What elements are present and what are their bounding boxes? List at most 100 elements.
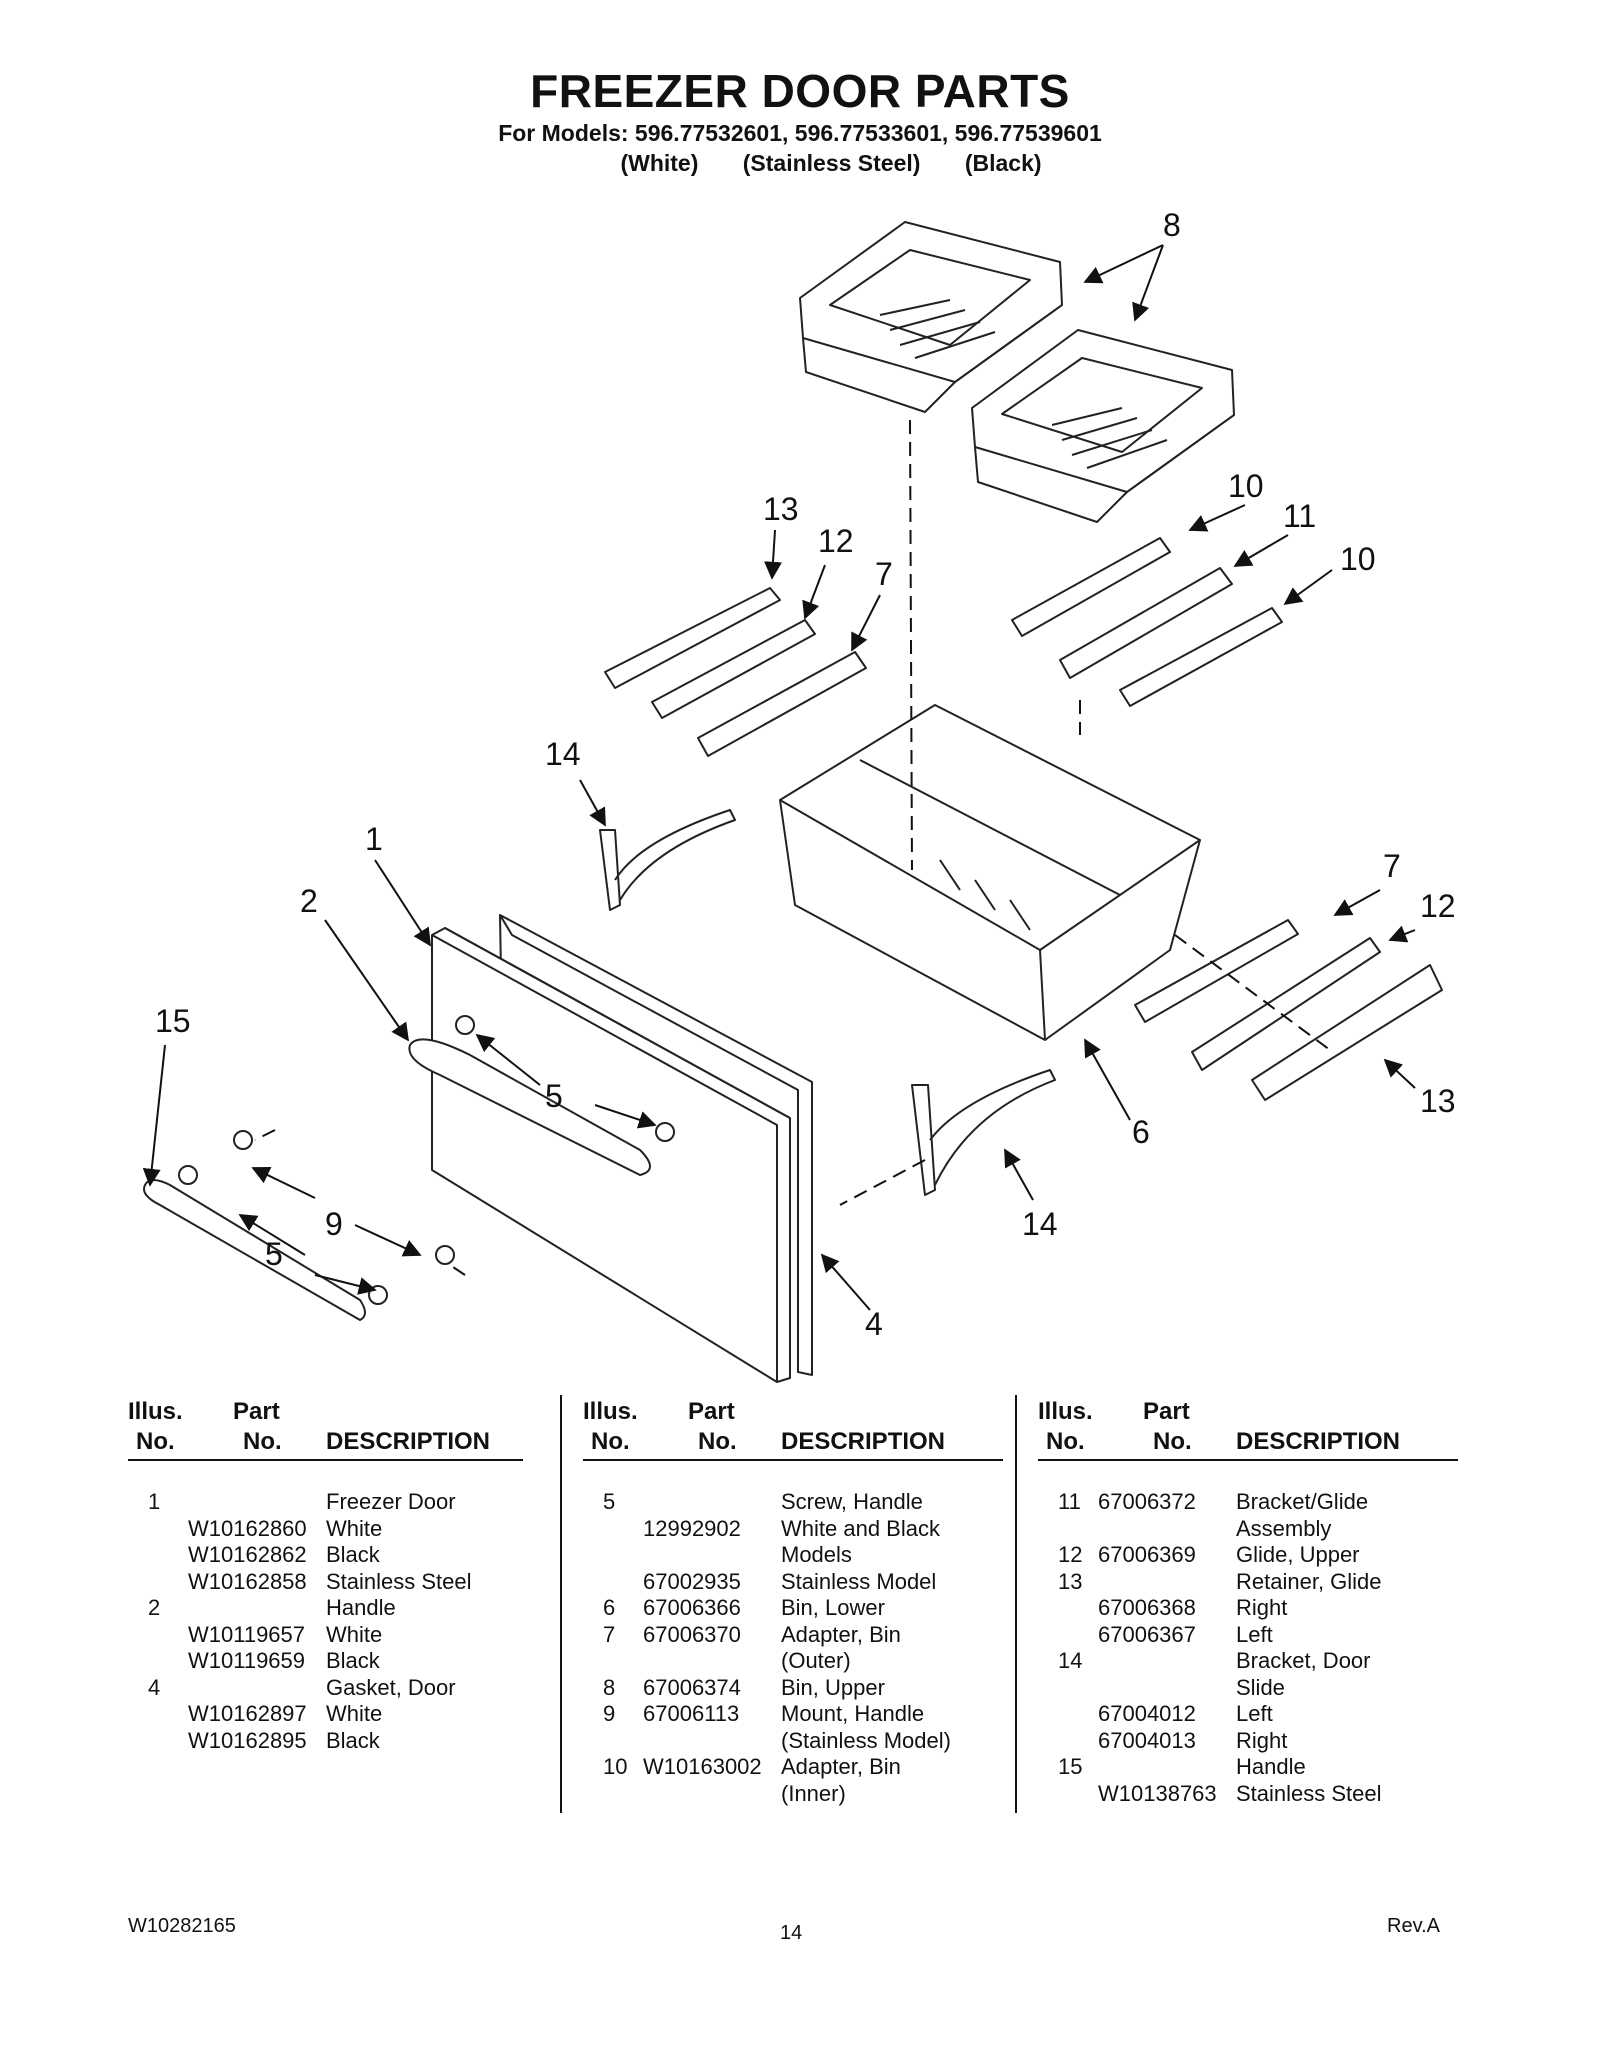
door-handle xyxy=(408,1038,651,1176)
upper-bin-right xyxy=(971,329,1235,523)
part-number: W10119657 xyxy=(188,1621,306,1647)
part-number: W10162862 xyxy=(188,1542,307,1567)
header-illus-no: No. xyxy=(591,1428,630,1455)
models-line: For Models: 596.77532601, 596.77533601, … xyxy=(498,120,1102,146)
callout-7b: 7 xyxy=(1383,848,1401,884)
part-description: Glide, Upper xyxy=(1236,1542,1360,1567)
part-description: (Inner) xyxy=(781,1780,846,1806)
part-number: 67004012 xyxy=(1098,1701,1196,1726)
part-description: Stainless Steel xyxy=(326,1568,472,1594)
part-description: Black xyxy=(326,1648,380,1673)
illus-number: 15 xyxy=(1058,1754,1083,1779)
finish-stainless: (Stainless Steel) xyxy=(742,150,921,176)
part-number: 67006372 xyxy=(1098,1489,1196,1514)
part-number: 67006370 xyxy=(643,1621,741,1647)
part-number: 67006366 xyxy=(643,1595,741,1620)
part-number: 12992902 xyxy=(643,1515,741,1541)
callout-4: 4 xyxy=(865,1306,883,1342)
part-number: 67006374 xyxy=(643,1674,741,1700)
illus-number: 5 xyxy=(603,1489,616,1514)
callout-8: 8 xyxy=(1163,207,1181,243)
header-illus-no: No. xyxy=(136,1428,175,1455)
illus-number: 11 xyxy=(1058,1489,1081,1514)
part-description: Freezer Door xyxy=(326,1489,456,1514)
column-divider xyxy=(1015,1395,1017,1813)
part-description: Slide xyxy=(1236,1674,1285,1700)
exploded-parts-diagram: 8 13 12 7 10 11 10 14 1 2 15 5 9 5 4 6 1… xyxy=(142,207,1456,1383)
alignment-lines xyxy=(254,419,1331,1276)
illus-number: 6 xyxy=(603,1595,616,1620)
finishes-line: (White) (Stainless Steel) (Black) xyxy=(0,150,1600,177)
part-number: 67002935 xyxy=(643,1568,741,1594)
part-number: W10162895 xyxy=(188,1727,307,1753)
page-number: 14 xyxy=(780,1922,803,1944)
illus-number: 7 xyxy=(603,1621,616,1647)
part-number: 67006368 xyxy=(1098,1595,1196,1620)
illus-number: 4 xyxy=(148,1674,161,1700)
part-number: 67006367 xyxy=(1098,1621,1196,1647)
part-number: 67006113 xyxy=(643,1701,740,1726)
part-number: W10138763 xyxy=(1098,1780,1217,1806)
part-description: Bracket/Glide xyxy=(1236,1489,1369,1514)
door-slide-bracket-right xyxy=(911,1069,1056,1196)
callout-13b: 13 xyxy=(1420,1083,1456,1119)
handle-stainless xyxy=(143,1179,366,1321)
illus-number: 13 xyxy=(1058,1568,1083,1594)
illus-number: 2 xyxy=(148,1595,161,1620)
header-part-no: No. xyxy=(1153,1428,1192,1455)
finish-white: (White) xyxy=(620,150,699,176)
part-description: Bin, Lower xyxy=(781,1595,885,1620)
header-illus-no: No. xyxy=(1046,1428,1085,1455)
callout-14b: 14 xyxy=(1022,1206,1058,1242)
callout-2: 2 xyxy=(300,883,318,919)
part-description: White xyxy=(326,1701,383,1726)
upper-bin-left xyxy=(799,221,1063,413)
illus-number: 12 xyxy=(1058,1542,1083,1567)
callout-9: 9 xyxy=(325,1206,343,1242)
part-description: Adapter, Bin xyxy=(781,1621,901,1647)
illus-number: 10 xyxy=(603,1754,628,1779)
callout-13: 13 xyxy=(763,491,799,527)
revision: Rev.A xyxy=(1387,1915,1440,1937)
part-description: Gasket, Door xyxy=(326,1674,456,1700)
header-part-no: No. xyxy=(243,1428,282,1455)
column-header: Illus. No. Part No. DESCRIPTION xyxy=(583,1395,1003,1461)
callout-1: 1 xyxy=(365,821,383,857)
callout-6: 6 xyxy=(1132,1114,1150,1150)
rails-right-top xyxy=(1011,537,1283,707)
callout-labels: 8 13 12 7 10 11 10 14 1 2 15 5 9 5 4 6 1… xyxy=(155,207,1456,1342)
part-description: Handle xyxy=(1236,1754,1306,1779)
header-part: Part xyxy=(233,1398,280,1425)
callout-14: 14 xyxy=(545,736,581,772)
illus-number: 1 xyxy=(148,1489,161,1514)
leader-arrows xyxy=(142,244,1416,1311)
illus-number: 14 xyxy=(1058,1648,1083,1673)
illus-number: 8 xyxy=(603,1674,616,1700)
part-number: W10162858 xyxy=(188,1568,307,1594)
finish-black: (Black) xyxy=(964,150,1042,176)
part-number: 67006369 xyxy=(1098,1542,1196,1567)
part-description: Black xyxy=(326,1542,380,1567)
part-number: W10163002 xyxy=(643,1754,762,1779)
part-description: White and Black xyxy=(781,1515,940,1541)
callout-5b: 5 xyxy=(265,1236,283,1272)
header-part: Part xyxy=(1143,1398,1190,1425)
callout-11: 11 xyxy=(1283,498,1316,534)
page-title: FREEZER DOOR PARTS xyxy=(530,65,1070,117)
callout-10b: 10 xyxy=(1340,541,1376,577)
header-part-no: No. xyxy=(698,1428,737,1455)
part-number: 67004013 xyxy=(1098,1727,1196,1753)
parts-table: Illus. No. Part No. DESCRIPTION 1 Freezer… xyxy=(128,1395,1458,1813)
header-description: DESCRIPTION xyxy=(1236,1428,1401,1455)
part-description: Mount, Handle xyxy=(781,1701,925,1726)
rails-right-bottom xyxy=(1134,919,1443,1101)
callout-10: 10 xyxy=(1228,468,1264,504)
part-description: Stainless Steel xyxy=(1236,1780,1382,1806)
callout-12: 12 xyxy=(818,523,854,559)
part-description: Left xyxy=(1236,1621,1273,1647)
callout-15: 15 xyxy=(155,1003,191,1039)
part-description: Bin, Upper xyxy=(781,1674,885,1700)
part-description: Models xyxy=(781,1542,852,1567)
